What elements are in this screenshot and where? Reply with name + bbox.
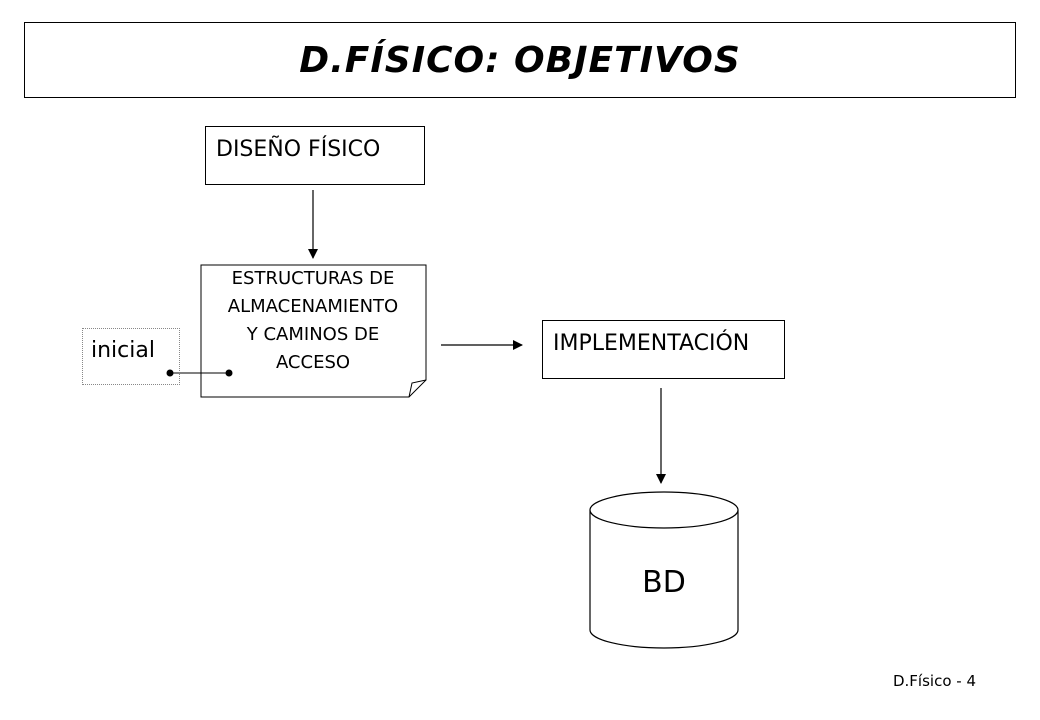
diseno-fisico-box: DISEÑO FÍSICO [205, 126, 425, 185]
estructuras-label: ESTRUCTURAS DE ALMACENAMIENTO Y CAMINOS … [200, 265, 426, 377]
implementacion-label: IMPLEMENTACIÓN [553, 331, 750, 356]
inicial-label: inicial [91, 338, 155, 363]
diseno-fisico-label: DISEÑO FÍSICO [216, 137, 381, 162]
estructuras-line-3: Y CAMINOS DE [246, 324, 380, 345]
estructuras-line-4: ACCESO [275, 352, 351, 373]
implementacion-box: IMPLEMENTACIÓN [542, 320, 785, 379]
estructuras-line-2: ALMACENAMIENTO [227, 296, 399, 317]
bd-cylinder [589, 491, 739, 649]
inicial-box: inicial [82, 328, 180, 385]
estructuras-line-1: ESTRUCTURAS DE [231, 268, 395, 289]
title-box: D.FÍSICO: OBJETIVOS [24, 22, 1016, 98]
connector-dot-right [225, 369, 233, 377]
page-title: D.FÍSICO: OBJETIVOS [299, 39, 741, 81]
estructuras-document-shape [200, 264, 427, 398]
slide-footer: D.Físico - 4 [892, 672, 976, 690]
connector-dot-left [166, 369, 174, 377]
bd-label: BD [642, 565, 686, 600]
document-fold-corner [408, 379, 427, 398]
